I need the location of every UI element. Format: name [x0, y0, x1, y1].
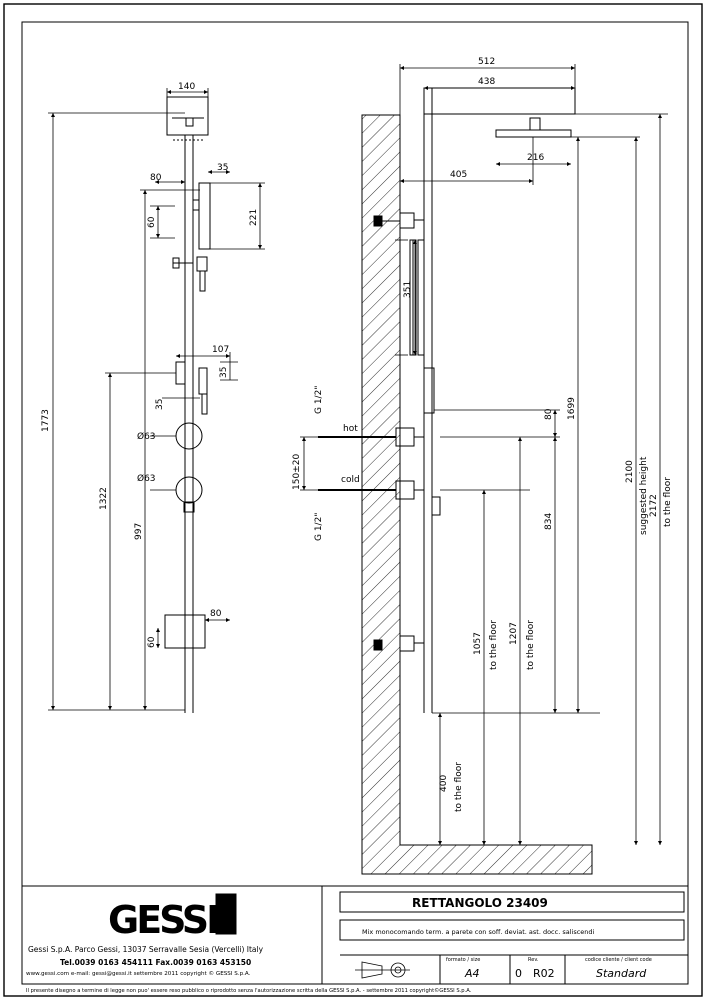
dim-1057-note: to the floor	[489, 620, 499, 670]
dim-834: 834	[544, 513, 554, 530]
rev-value-b: R02	[533, 967, 555, 980]
format-value: A4	[464, 967, 480, 980]
dim-80r: 80	[544, 408, 554, 420]
code-label: codice cliente / client code	[585, 957, 652, 963]
dim-1773: 1773	[41, 409, 51, 432]
product-description: Mix monocomando term. a parete con soff.…	[362, 928, 595, 936]
dim-2100: 2100	[625, 460, 635, 483]
knob-lower	[175, 476, 203, 504]
dim-35c: 35	[155, 399, 165, 410]
left-view	[164, 96, 211, 713]
dim-351: 351	[403, 281, 413, 298]
dim-dia63a: Ø63	[137, 431, 156, 442]
dim-1207: 1207	[509, 622, 519, 645]
knob-upper	[175, 422, 203, 450]
company-contacts: www.gessi.com e-mail: gessi@gessi.it set…	[26, 970, 251, 977]
dim-140: 140	[178, 82, 195, 92]
dim-216: 216	[527, 153, 544, 163]
dim-35: 35	[217, 163, 228, 173]
product-title: RETTANGOLO 23409	[412, 896, 548, 910]
dim-60b: 60	[147, 636, 157, 648]
company-address: Gessi S.p.A. Parco Gessi, 13037 Serraval…	[28, 945, 264, 954]
dim-2172: 2172	[649, 494, 659, 517]
hand-shower-side	[198, 182, 211, 250]
dim-438: 438	[478, 77, 495, 87]
dim-221: 221	[249, 209, 259, 226]
dim-2100-note: suggested height	[639, 456, 649, 535]
dim-60: 60	[147, 216, 157, 228]
projection-symbol-icon	[355, 961, 410, 979]
dim-1699: 1699	[567, 397, 577, 420]
shower-head-front	[495, 129, 572, 138]
dim-2172-note: to the floor	[663, 477, 673, 527]
dim-512: 512	[478, 57, 495, 67]
dim-405: 405	[450, 170, 467, 180]
dim-g12b: G 1/2"	[314, 513, 324, 541]
code-value: Standard	[596, 967, 647, 980]
dim-400-note: to the floor	[454, 762, 464, 812]
label-cold: cold	[341, 475, 360, 485]
dim-dia63b: Ø63	[137, 473, 156, 484]
label-hot: hot	[343, 424, 358, 434]
rev-label: Rev.	[528, 957, 539, 963]
dim-g12a: G 1/2"	[314, 386, 324, 414]
dim-997: 997	[134, 523, 144, 540]
dim-1207-note: to the floor	[526, 620, 536, 670]
dim-80: 80	[150, 173, 162, 183]
dim-80b: 80	[210, 609, 222, 619]
drawing-frame	[21, 21, 689, 887]
dim-150: 150±20	[292, 454, 302, 490]
sheet-border	[3, 3, 703, 997]
dim-35b: 35	[219, 367, 229, 378]
footer-note: Il presente disegno a termine di legge n…	[26, 987, 472, 994]
dim-400: 400	[439, 775, 449, 792]
format-label: formato / size	[446, 957, 480, 963]
dim-1322: 1322	[99, 487, 109, 510]
title-block	[21, 885, 689, 985]
gessi-logo: GESSI	[108, 898, 217, 942]
right-view	[318, 87, 576, 713]
dim-1057: 1057	[473, 632, 483, 655]
shower-head-side	[166, 96, 209, 136]
rev-value-a: 0	[515, 967, 522, 980]
company-phones: Tel.0039 0163 454111 Fax.0039 0163 45315…	[60, 958, 251, 967]
dim-107: 107	[212, 345, 229, 355]
